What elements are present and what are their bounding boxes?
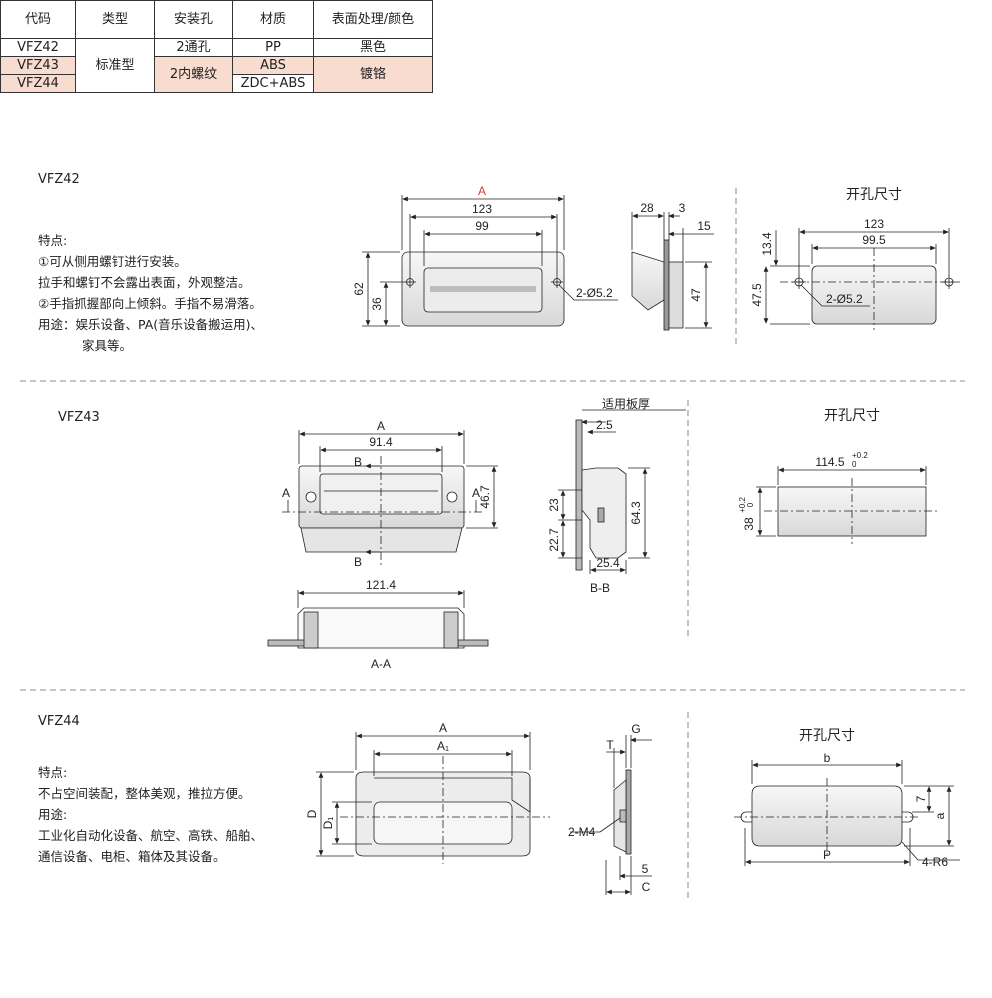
dim-label: 46.7 [478, 485, 492, 509]
dim-label: 2.5 [596, 418, 613, 432]
note-line: 拉手和螺钉不会露出表面，外观整洁。 [38, 275, 251, 290]
row-code: VFZ44 [0, 74, 76, 93]
row-hole: 2通孔 [154, 38, 233, 57]
dim-label: 23 [547, 498, 561, 512]
vfz44-side-view [570, 735, 652, 895]
row-code: VFZ43 [0, 56, 76, 75]
dim-label: 13.4 [760, 232, 774, 256]
note-line: 特点: [38, 765, 68, 780]
note-line: ②手指抓握部向上倾斜。手指不易滑落。 [38, 296, 262, 311]
dim-label: 91.4 [369, 435, 393, 449]
dim-label: A [439, 721, 447, 735]
vfz44-notes: 特点: 不占空间装配，整体美观，推拉方便。 用途: 工业化自动化设备、航空、高铁… [38, 762, 263, 867]
note-line: 家具等。 [82, 338, 133, 353]
vfz42-cutout-view [763, 228, 960, 330]
note-line: 工业化自动化设备、航空、高铁、船舶、 [38, 828, 264, 843]
dim-label: 4-R6 [922, 855, 948, 869]
dim-label: 22.7 [547, 528, 561, 552]
dim-label: 28 [640, 201, 654, 215]
header-type: 类型 [75, 0, 155, 39]
cutout-title: 开孔尺寸 [799, 727, 855, 743]
vfz44-title: VFZ44 [38, 714, 80, 729]
dim-label: 25.4 [596, 556, 620, 570]
vfz43-title: VFZ43 [58, 410, 100, 425]
row-finish: 镀铬 [313, 56, 433, 93]
dim-label: 7 [914, 795, 928, 802]
dim-label: 5 [642, 862, 649, 876]
dim-label: 99.5 [862, 233, 886, 247]
vfz42-side-view [631, 212, 714, 331]
dim-label: G [631, 722, 640, 736]
dim-label: 15 [697, 219, 711, 233]
note-line: 用途: [38, 807, 68, 822]
row-material: ZDC+ABS [232, 74, 314, 93]
dim-label: P [823, 848, 831, 862]
header-code: 代码 [0, 0, 76, 39]
dim-label: C [642, 880, 651, 894]
dim-label: A [478, 184, 486, 198]
dim-label: B [354, 455, 362, 469]
dim-label: A [377, 419, 385, 433]
vfz44-cutout-view [734, 760, 960, 866]
dim-tolerance: 0 [852, 460, 857, 469]
dim-label: A [282, 486, 290, 500]
dim-label: B [354, 555, 362, 569]
dim-label: T [606, 738, 614, 752]
vfz42-front-view [362, 195, 618, 327]
dim-label: 64.3 [629, 501, 643, 525]
spec-table: 代码 类型 安装孔 材质 表面处理/颜色 VFZ42 标准型 2通孔 PP 黑色… [0, 0, 433, 93]
dim-label: D₁ [321, 817, 335, 830]
dim-label: 2-Ø5.2 [576, 286, 613, 300]
cutout-title: 开孔尺寸 [846, 186, 902, 202]
dim-label: 适用板厚 [602, 397, 650, 411]
vfz42-title: VFZ42 [38, 172, 80, 187]
dim-label: 2-Ø5.2 [826, 292, 863, 306]
dim-label: 3 [679, 201, 686, 215]
vfz43-cutout-view [756, 466, 940, 544]
header-material: 材质 [232, 0, 314, 39]
vfz42-notes: 特点: ①可从侧用螺钉进行安装。 拉手和螺钉不会露出表面，外观整洁。 ②手指抓握… [38, 230, 263, 356]
row-type: 标准型 [75, 38, 155, 93]
dim-label: 121.4 [366, 578, 396, 592]
vfz43-front-view [282, 430, 498, 566]
vfz44-front-view [316, 732, 550, 864]
note-line: 通信设备、电柜、箱体及其设备。 [38, 849, 226, 864]
dim-label: 47.5 [750, 283, 764, 307]
dim-tolerance: +0.2 [852, 451, 868, 460]
dim-tolerance: +0.2 [738, 497, 747, 513]
dim-label: 47 [689, 288, 703, 302]
note-line: 不占空间装配，整体美观，推拉方便。 [38, 786, 251, 801]
dim-label: D [305, 809, 319, 818]
row-hole: 2内螺纹 [154, 56, 233, 93]
dim-label: 123 [472, 202, 492, 216]
dim-tolerance: 0 [746, 502, 755, 507]
header-finish: 表面处理/颜色 [313, 0, 433, 39]
dim-label: A₁ [437, 739, 449, 753]
dim-label: 36 [370, 297, 384, 311]
dim-label: B-B [590, 581, 610, 595]
dim-label: 114.5 [815, 455, 844, 469]
row-finish: 黑色 [313, 38, 433, 57]
dim-label: 2-M4 [568, 825, 596, 839]
vfz43-section-bb [558, 409, 686, 574]
cutout-title: 开孔尺寸 [824, 407, 880, 423]
dim-label: A-A [371, 657, 391, 671]
dim-label: 123 [864, 217, 884, 231]
dimension-labels: A 123 99 62 36 2-Ø5.2 28 3 15 47 开孔尺寸 12… [282, 184, 948, 894]
note-line: 特点: [38, 233, 68, 248]
dim-label: 38 [742, 517, 756, 531]
dim-label: 99 [475, 219, 489, 233]
dim-label: 62 [352, 282, 366, 296]
dim-label: A [472, 486, 480, 500]
vfz43-section-aa [267, 590, 489, 649]
dim-label: b [824, 751, 831, 765]
note-line: ①可从侧用螺钉进行安装。 [38, 254, 187, 269]
dim-label: a [933, 812, 947, 819]
note-line: 用途：娱乐设备、PA(音乐设备搬运用)、 [38, 317, 264, 332]
